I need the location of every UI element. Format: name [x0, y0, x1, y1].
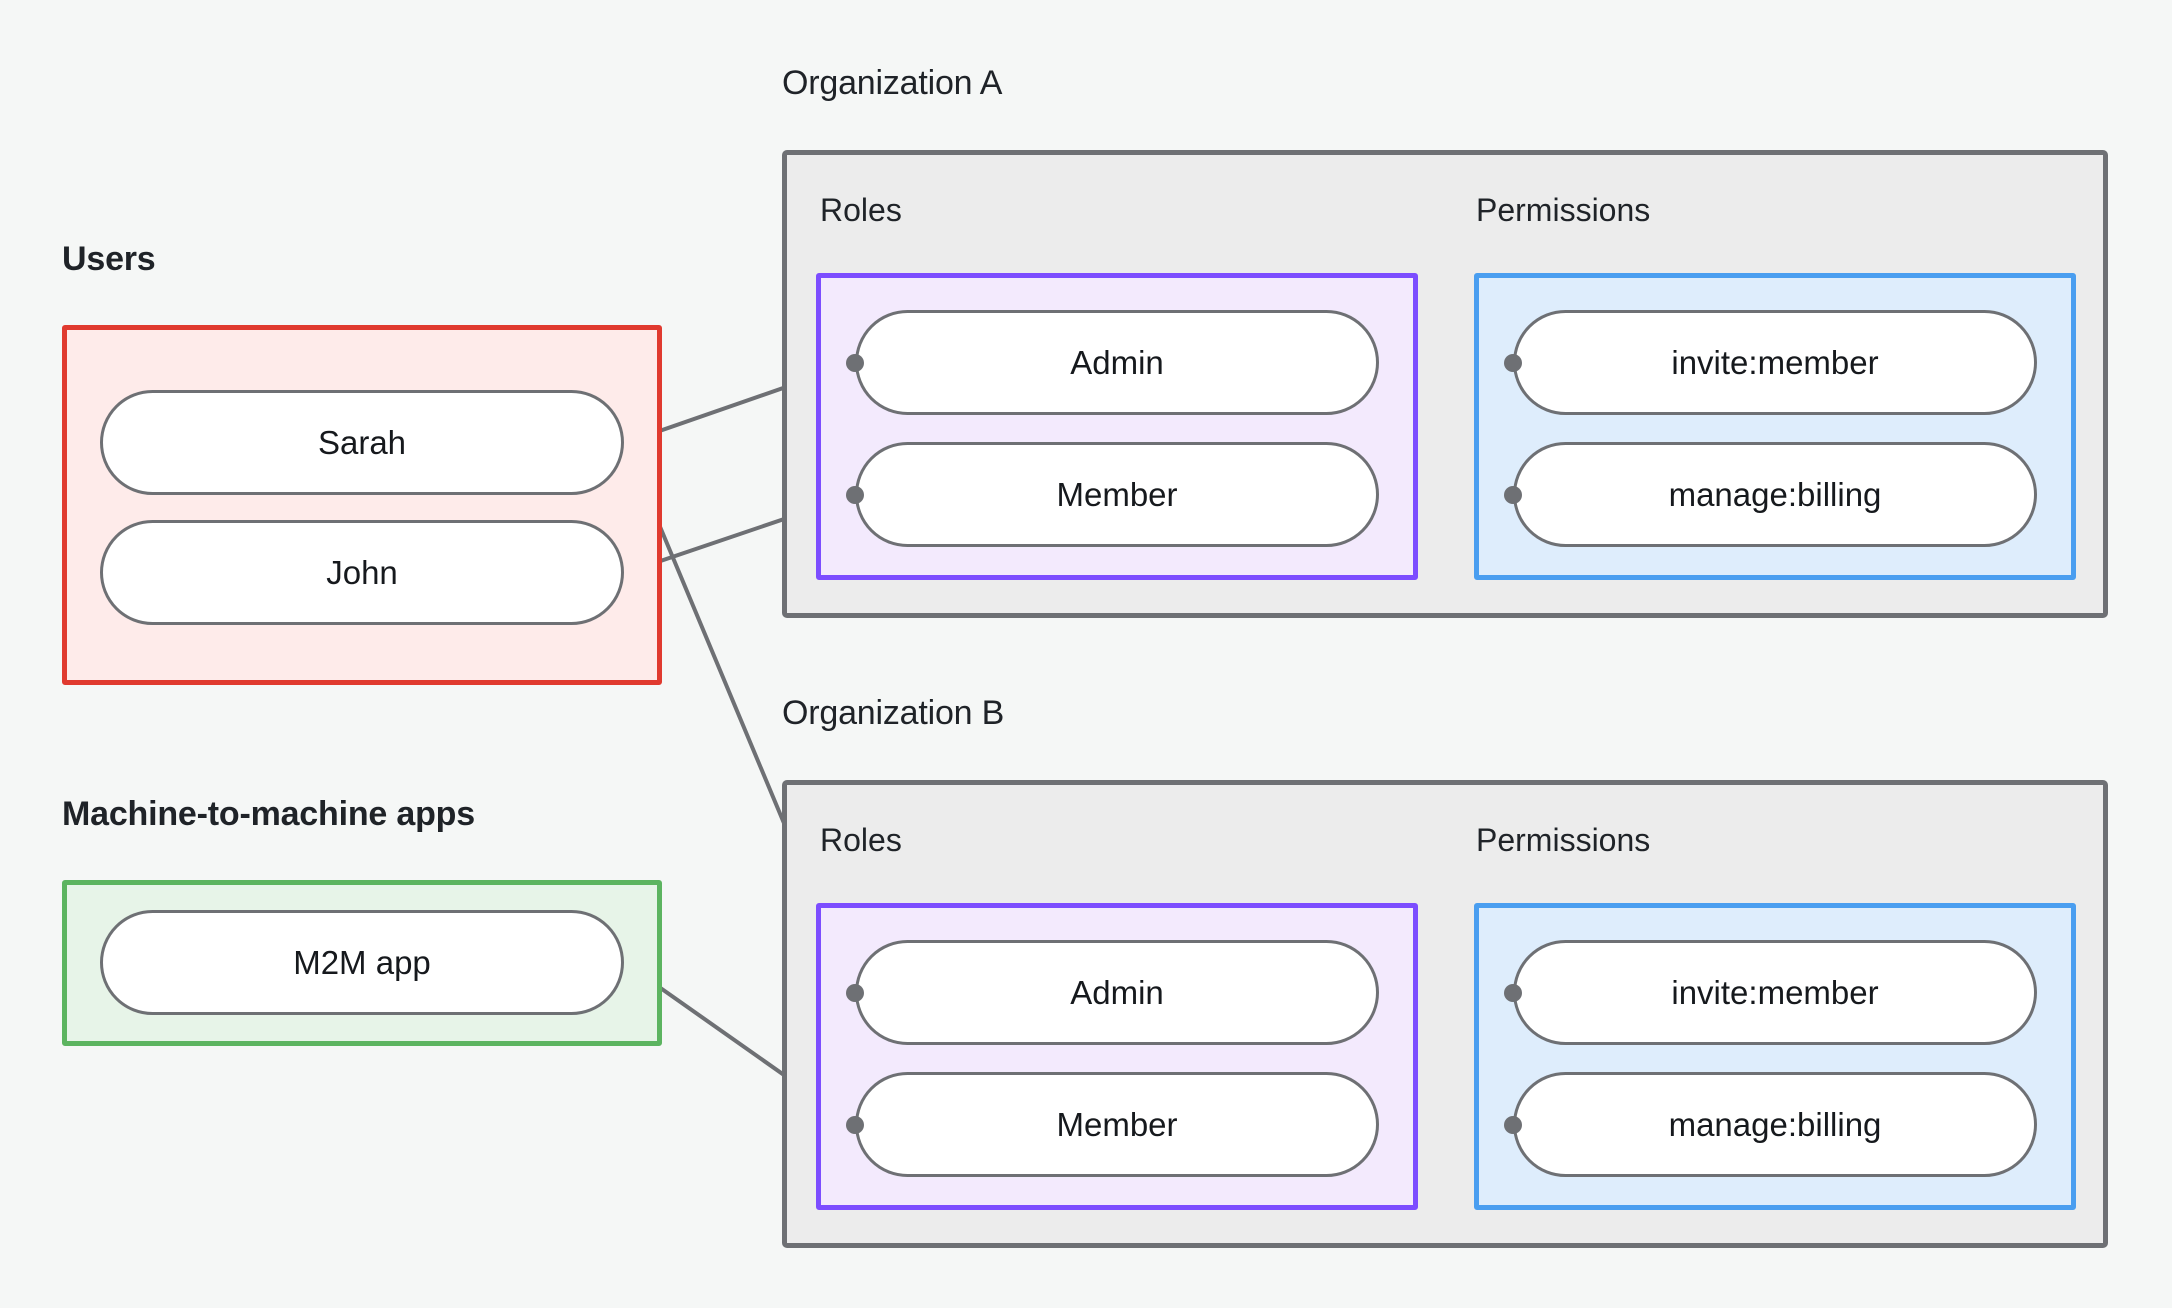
node-org-b-permission-manage-billing[interactable]: manage:billing [1513, 1072, 2037, 1177]
node-org-b-permission-invite-member[interactable]: invite:member [1513, 940, 2037, 1045]
org-a-permissions-label: Permissions [1476, 192, 1651, 228]
connector-dot-org-a-admin-in [846, 354, 864, 372]
connector-dot-org-b-admin-in [846, 984, 864, 1002]
users-group-label: Users [62, 240, 156, 278]
node-org-a-permission-manage-billing[interactable]: manage:billing [1513, 442, 2037, 547]
connector-dot-org-a-billing-in [1504, 486, 1522, 504]
node-user-sarah[interactable]: Sarah [100, 390, 624, 495]
org-b-permissions-label: Permissions [1476, 822, 1651, 858]
org-b-title: Organization B [782, 694, 1005, 732]
node-user-john[interactable]: John [100, 520, 624, 625]
node-m2m-app[interactable]: M2M app [100, 910, 624, 1015]
connector-dot-org-b-member-in [846, 1116, 864, 1134]
connector-dot-org-b-billing-in [1504, 1116, 1522, 1134]
node-org-b-role-member[interactable]: Member [855, 1072, 1379, 1177]
org-b-roles-label: Roles [820, 822, 902, 858]
connector-dot-org-b-invite-in [1504, 984, 1522, 1002]
users-container [62, 325, 662, 685]
org-a-title: Organization A [782, 64, 1003, 102]
connector-dot-org-a-member-in [846, 486, 864, 504]
connector-dot-org-a-invite-in [1504, 354, 1522, 372]
node-org-b-role-admin[interactable]: Admin [855, 940, 1379, 1045]
m2m-group-label: Machine-to-machine apps [62, 795, 475, 833]
org-a-roles-label: Roles [820, 192, 902, 228]
node-org-a-permission-invite-member[interactable]: invite:member [1513, 310, 2037, 415]
node-org-a-role-admin[interactable]: Admin [855, 310, 1379, 415]
node-org-a-role-member[interactable]: Member [855, 442, 1379, 547]
